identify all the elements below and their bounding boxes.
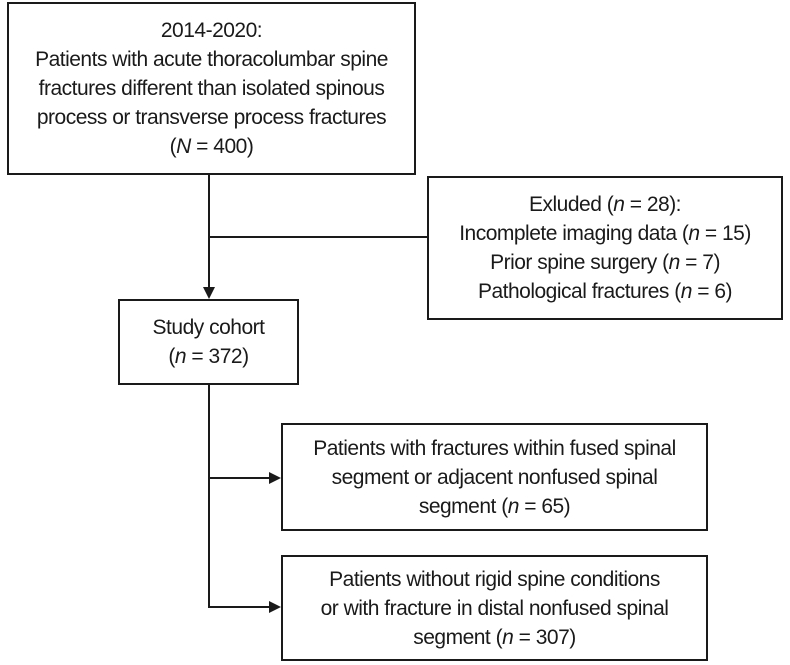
source-line-1: Patients with acute thoracolumbar spine [35,48,388,71]
excluded-reason-value: 15 [721,222,745,245]
source-count-value: 400 [213,135,247,158]
excluded-reason-var: n [688,222,700,245]
nonrigid-line-2: or with fracture in distal nonfused spin… [320,596,669,620]
nonrigid-count-var: n [502,625,514,649]
nonrigid-line-1: Patients without rigid spine conditions [329,567,660,591]
fused-line-3-prefix: segment [418,494,497,518]
source-line-2: fractures different than isolated spinou… [38,77,385,100]
excluded-reason: Prior spine surgery (n = 7) [490,251,720,274]
excluded-box: Exluded (n = 28): Incomplete imaging dat… [427,176,783,320]
excluded-reason-var: n [668,251,681,274]
nonrigid-count-value: 307 [535,625,570,649]
cohort-count: (n = 372) [168,345,249,368]
excluded-reason-var: n [680,280,693,303]
excluded-reason-value: 7 [702,251,714,274]
fused-line-3: segment (n = 65) [418,494,571,518]
fused-segment-box: Patients with fractures within fused spi… [281,423,708,531]
nonrigid-line-3: segment (n = 307) [413,625,576,649]
source-count: (N = 400) [169,135,254,158]
fused-line-1: Patients with fractures within fused spi… [313,436,676,460]
source-years: 2014-2020: [160,19,263,42]
cohort-count-var: n [174,345,187,368]
source-count-var: N [176,135,191,158]
excluded-reason-label: Pathological fractures [477,280,669,303]
excluded-title: Exluded (n = 28): [528,193,682,216]
excluded-reason-label: Prior spine surgery [490,251,657,274]
fused-line-2: segment or adjacent nonfused spinal [331,465,658,489]
nonrigid-box: Patients without rigid spine conditions … [281,555,708,661]
cohort-label: Study cohort [152,316,265,339]
source-population-box: 2014-2020: Patients with acute thoracolu… [7,2,416,175]
excluded-reason-label: Incomplete imaging data [459,222,677,245]
excluded-title-var: n [613,193,625,216]
fused-count-value: 65 [541,494,564,518]
nonrigid-line-3-prefix: segment [413,625,491,649]
excluded-reason: Incomplete imaging data (n = 15) [459,222,751,245]
excluded-title-word: Exluded [528,193,602,216]
excluded-reason: Pathological fractures (n = 6) [477,280,733,303]
fused-count-var: n [507,494,520,518]
excluded-title-value: 28 [646,193,670,216]
cohort-count-value: 372 [208,345,243,368]
study-cohort-box: Study cohort (n = 372) [118,299,299,385]
source-line-3: process or transverse process fractures [36,106,387,129]
excluded-reason-value: 6 [714,280,726,303]
